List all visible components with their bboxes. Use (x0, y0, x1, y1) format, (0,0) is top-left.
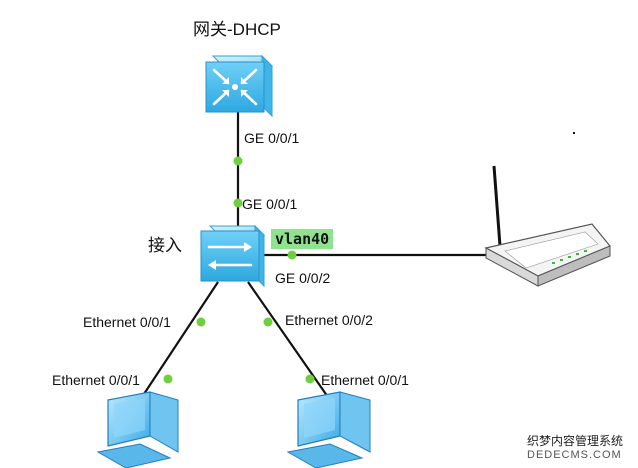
gateway-label: 网关-DHCP (193, 20, 281, 39)
port-dot (163, 374, 173, 384)
gateway-switch-icon (205, 54, 274, 118)
port-label-gateway-ge001: GE 0/0/1 (244, 130, 300, 146)
port-dot (233, 198, 243, 208)
port-label-access-ge001: GE 0/0/1 (242, 196, 298, 212)
watermark-domain: DEDECMS.COM (527, 449, 622, 461)
port-label-access-eth002: Ethernet 0/0/2 (285, 312, 373, 328)
stray-dot (573, 132, 575, 134)
link-access-pc-left (139, 281, 219, 401)
port-label-access-ge002: GE 0/0/2 (275, 270, 331, 286)
port-dot (263, 317, 273, 327)
pc-right-icon (286, 391, 371, 468)
watermark-text: 织梦内容管理系统 (527, 434, 624, 448)
port-dot (305, 374, 315, 384)
vlan-tag: vlan40 (271, 229, 334, 249)
port-dot (233, 156, 243, 166)
port-dot (287, 250, 297, 260)
link-access-pc-right (247, 281, 331, 401)
port-label-access-eth001: Ethernet 0/0/1 (83, 314, 171, 330)
access-label: 接入 (148, 236, 182, 255)
port-label-pc-left-eth001: Ethernet 0/0/1 (52, 372, 140, 388)
port-label-pc-right-eth001: Ethernet 0/0/1 (321, 372, 409, 388)
wireless-router-icon (484, 165, 611, 287)
access-switch-icon (200, 224, 266, 288)
pc-left-icon (96, 391, 179, 468)
port-dot (196, 317, 206, 327)
